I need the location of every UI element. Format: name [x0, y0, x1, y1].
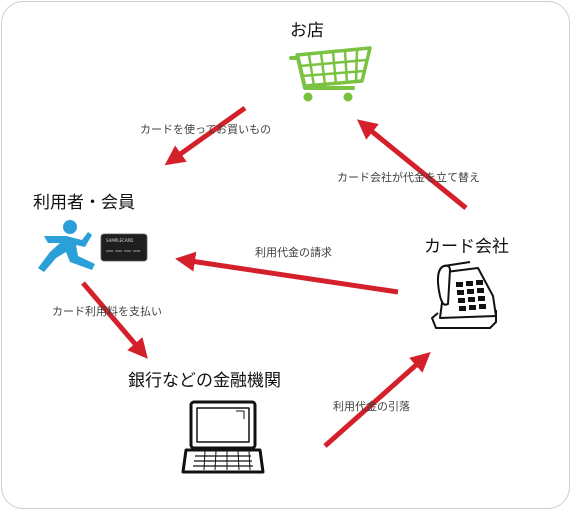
arrow-company-to-member — [175, 251, 399, 295]
edge-label-bank-to-company: 利用代金の引落 — [333, 400, 410, 413]
member-label: 利用者・会員 — [33, 193, 135, 213]
edge-label-member-to-bank: カード利用料を支払い — [52, 305, 162, 318]
arrow-bank-to-company — [323, 352, 431, 448]
edge-label-company-to-store: カード会社が代金を立て替え — [337, 171, 480, 184]
store-label: お店 — [290, 21, 324, 41]
arrow-company-to-store — [357, 119, 468, 210]
credit-card-icon: SAMPLECARD 0000 0000 0000 0000 — [100, 233, 148, 262]
edge-label-member-to-store: カードを使ってお買いもの — [140, 123, 272, 136]
arrow-member-to-store — [164, 105, 247, 166]
shopping-cart-icon — [289, 46, 372, 102]
svg-text:SAMPLECARD: SAMPLECARD — [106, 238, 133, 243]
laptop-icon — [181, 400, 265, 474]
card-company-label: カード会社 — [424, 237, 509, 257]
arrow-member-to-bank — [81, 281, 148, 359]
edge-label-company-to-member: 利用代金の請求 — [255, 246, 332, 259]
running-person-icon — [38, 220, 95, 272]
svg-text:0000 0000 0000 0000: 0000 0000 0000 0000 — [106, 249, 141, 253]
bank-label: 銀行などの金融機関 — [128, 371, 281, 391]
telephone-icon — [431, 261, 497, 329]
